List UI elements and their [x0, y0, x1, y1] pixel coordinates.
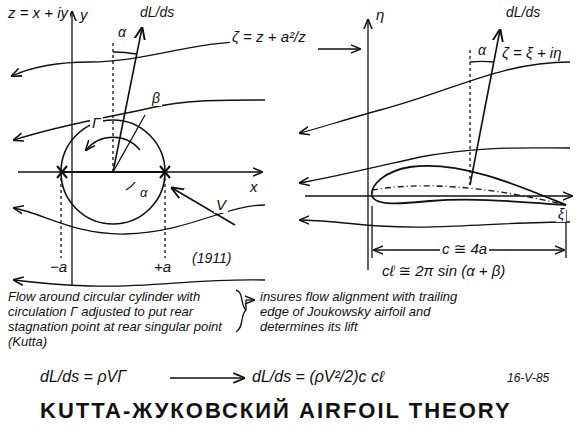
date-signature: 16-V-85: [505, 372, 551, 386]
point-label: +a: [152, 258, 173, 275]
axis-label: y: [78, 6, 90, 23]
axis-label: x: [248, 178, 260, 195]
point-label: −a: [48, 258, 69, 275]
year-label: (1911): [190, 250, 233, 266]
chord-label: c ≅ 4a: [440, 240, 489, 257]
lift-formula: dL/ds = (ρV²/2)c cℓ: [250, 368, 386, 386]
angle-label: α: [138, 186, 149, 201]
angle-label: α: [116, 24, 128, 40]
lift-coefficient-formula: cℓ ≅ 2π sin (α + β): [380, 262, 507, 279]
plane-label: z = x + iy: [6, 4, 70, 21]
mapping-formula: ζ = z + a²/z: [230, 28, 308, 45]
lift-label: dL/ds: [138, 4, 176, 20]
angle-label: β: [150, 90, 162, 106]
lift-label: dL/ds: [504, 4, 542, 20]
note-text: insures flow alignment with trailing edg…: [258, 290, 477, 335]
circulation-label: Γ: [90, 114, 103, 131]
title: KUTTA-ЖУКОВСКИЙ AIRFOIL THEORY: [40, 398, 512, 424]
axis-label: ξ: [556, 206, 566, 222]
velocity-label: V: [214, 196, 228, 213]
lift-formula: dL/ds = ρVΓ: [38, 368, 128, 386]
note-text: Flow around circular cylinder with circu…: [6, 290, 235, 350]
plane-label: ζ = ξ + iη: [500, 44, 564, 61]
angle-label: α: [476, 42, 488, 58]
axis-label: η: [374, 6, 386, 23]
